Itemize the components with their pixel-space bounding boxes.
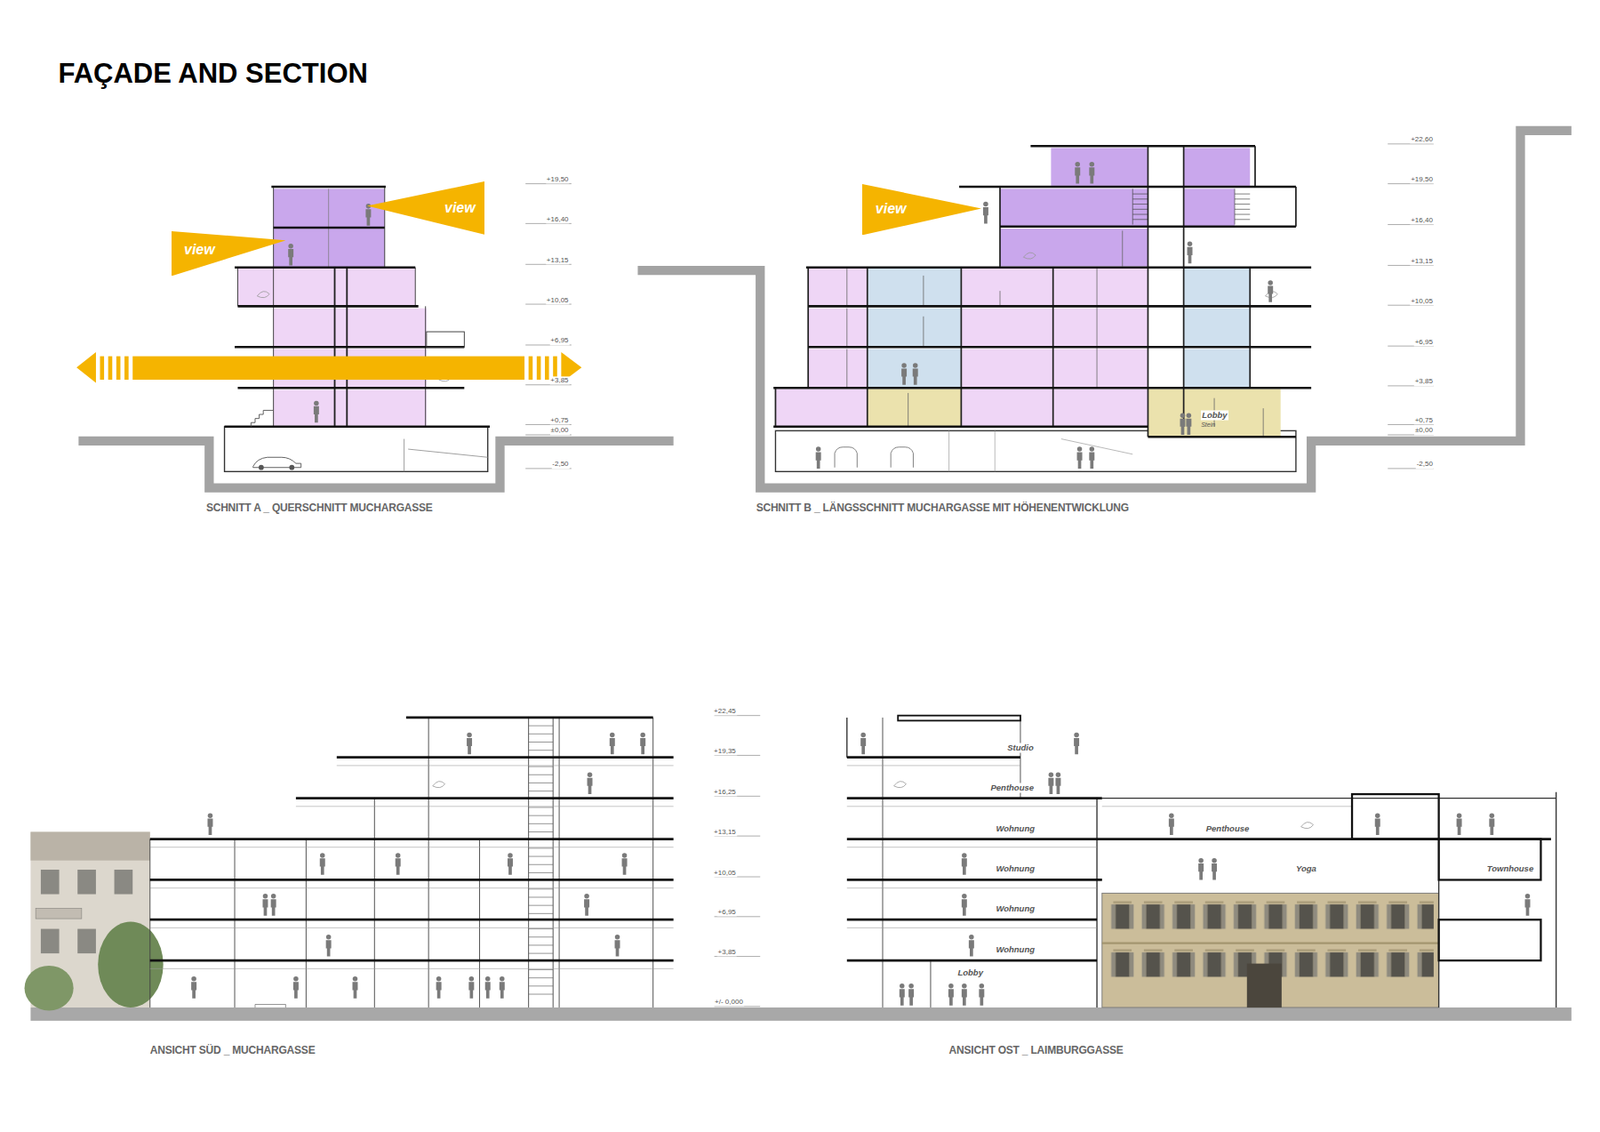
elevation-mark: +19,35	[712, 746, 737, 755]
room-label: Lobby	[1200, 410, 1229, 421]
elevation-mark: +6,95	[717, 908, 737, 917]
elevation-mark: +16,25	[712, 787, 737, 796]
elevation-mark: +6,95	[549, 336, 569, 345]
elevation-mark: +0,75	[1414, 416, 1434, 424]
elevation-mark: +13,15	[545, 256, 570, 264]
material-note: Stein	[1200, 421, 1216, 429]
south-elevation	[24, 715, 761, 1011]
room-label: Townhouse	[1486, 863, 1535, 873]
elevation-mark: +0,75	[549, 416, 569, 424]
view-arrow: view	[862, 184, 982, 235]
arrow-fill	[367, 181, 485, 235]
elevation-mark: -2,50	[551, 460, 569, 469]
elevation-mark: +3,85	[1414, 377, 1434, 386]
view-label: view	[444, 200, 476, 216]
view-arrow: view	[171, 224, 287, 276]
room-label: Yoga	[1295, 863, 1318, 873]
elevation-mark: +16,40	[545, 215, 570, 224]
elevation-mark: +13,15	[712, 827, 737, 836]
elevation-mark: +19,50	[545, 175, 570, 184]
drawing-caption: ANSICHT SÜD _ MUCHARGASSE	[150, 1044, 316, 1057]
room-label: Lobby	[956, 968, 984, 978]
arrow-fill	[862, 184, 982, 235]
elevation-mark: +3,85	[717, 947, 737, 956]
section-b	[637, 130, 1571, 488]
through-view-arrow	[76, 352, 582, 383]
arrow-fill	[171, 230, 287, 276]
elevation-mark: +10,05	[712, 868, 737, 877]
room-label: Penthouse	[1205, 824, 1251, 834]
elevation-mark: +3,85	[549, 376, 569, 385]
room-label: Wohnung	[994, 824, 1036, 834]
view-arrow: view	[367, 181, 485, 235]
elevation-mark: +22,45	[712, 707, 737, 716]
room-label: Penthouse	[989, 783, 1035, 793]
room-label: Wohnung	[994, 903, 1036, 913]
room-label: Wohnung	[994, 863, 1036, 873]
elevation-mark: ±0,00	[550, 426, 570, 435]
elevation-mark: +6,95	[1414, 337, 1434, 346]
drawing-caption: SCHNITT A _ QUERSCHNITT MUCHARGASSE	[206, 502, 433, 515]
elevation-mark: +10,05	[1409, 296, 1434, 305]
elevation-mark: +19,50	[1409, 175, 1434, 184]
elevation-mark: +/- 0,000	[713, 998, 744, 1007]
elevation-mark: +22,60	[1409, 136, 1434, 144]
elevation-mark: -2,50	[1416, 460, 1434, 469]
elevation-mark: +13,15	[1409, 256, 1434, 265]
drawing-caption: SCHNITT B _ LÄNGSSCHNITT MUCHARGASSE MIT…	[756, 502, 1129, 515]
sheet-title: FAÇADE AND SECTION	[57, 57, 368, 90]
elevation-mark: ±0,00	[1414, 426, 1434, 435]
section-a	[76, 184, 674, 488]
view-label: view	[875, 200, 907, 217]
east-elevation	[847, 715, 1557, 1008]
room-label: Studio	[1006, 743, 1035, 753]
elevation-mark: +10,05	[545, 296, 570, 304]
view-label: view	[184, 241, 216, 258]
drawing-caption: ANSICHT OST _ LAIMBURGGASSE	[949, 1044, 1124, 1057]
ground-line	[30, 1007, 1571, 1021]
elevation-mark: +16,40	[1409, 216, 1434, 224]
room-label: Wohnung	[994, 944, 1036, 954]
